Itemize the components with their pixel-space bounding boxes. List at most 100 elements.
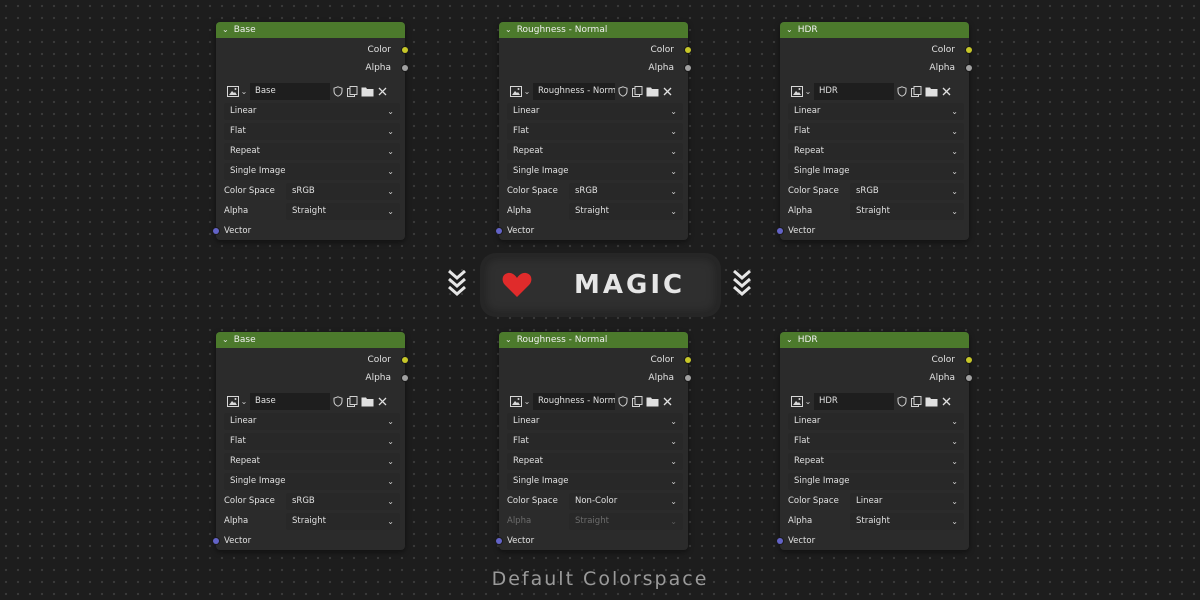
projection-dropdown[interactable]: Flat ⌄ <box>224 433 400 450</box>
interpolation-dropdown[interactable]: Linear ⌄ <box>224 103 400 120</box>
close-icon[interactable] <box>939 393 954 410</box>
projection-dropdown[interactable]: Flat ⌄ <box>788 123 964 140</box>
source-dropdown[interactable]: Single Image ⌄ <box>224 473 400 490</box>
projection-dropdown[interactable]: Flat ⌄ <box>507 433 683 450</box>
source-dropdown[interactable]: Single Image ⌄ <box>788 473 964 490</box>
fake-user-shield-icon[interactable] <box>330 393 345 410</box>
fake-user-shield-icon[interactable] <box>894 83 909 100</box>
projection-dropdown[interactable]: Flat ⌄ <box>788 433 964 450</box>
interpolation-dropdown[interactable]: Linear ⌄ <box>788 413 964 430</box>
alpha-output-socket[interactable] <box>685 375 691 381</box>
color-output-socket[interactable] <box>685 357 691 363</box>
extension-dropdown[interactable]: Repeat ⌄ <box>788 143 964 160</box>
image-selector[interactable]: ⌄ Roughness - Normal <box>507 393 683 410</box>
image-name-field[interactable]: Base <box>250 393 330 410</box>
interpolation-dropdown[interactable]: Linear ⌄ <box>224 413 400 430</box>
folder-icon[interactable] <box>360 83 375 100</box>
duplicate-icon[interactable] <box>630 393 645 410</box>
source-dropdown[interactable]: Single Image ⌄ <box>224 163 400 180</box>
collapse-chevron-icon[interactable]: ⌄ <box>786 25 793 34</box>
image-browse-button[interactable]: ⌄ <box>788 83 814 100</box>
image-selector[interactable]: ⌄ HDR <box>788 83 964 100</box>
interpolation-dropdown[interactable]: Linear ⌄ <box>788 103 964 120</box>
node-header[interactable]: ⌄ HDR <box>780 332 969 348</box>
color-space-dropdown[interactable]: sRGB ⌄ <box>286 183 400 200</box>
alpha-output-socket[interactable] <box>402 65 408 71</box>
color-space-dropdown[interactable]: sRGB ⌄ <box>286 493 400 510</box>
duplicate-icon[interactable] <box>909 393 924 410</box>
image-browse-button[interactable]: ⌄ <box>788 393 814 410</box>
image-name-field[interactable]: Base <box>250 83 330 100</box>
color-space-dropdown[interactable]: sRGB ⌄ <box>569 183 683 200</box>
folder-icon[interactable] <box>360 393 375 410</box>
collapse-chevron-icon[interactable]: ⌄ <box>505 335 512 344</box>
folder-icon[interactable] <box>924 393 939 410</box>
color-output-socket[interactable] <box>966 357 972 363</box>
image-name-field[interactable]: HDR <box>814 393 894 410</box>
interpolation-dropdown[interactable]: Linear ⌄ <box>507 103 683 120</box>
alpha-output-socket[interactable] <box>402 375 408 381</box>
image-texture-node[interactable]: ⌄ Base Color Alpha ⌄ Base <box>213 332 408 550</box>
fake-user-shield-icon[interactable] <box>894 393 909 410</box>
alpha-output-socket[interactable] <box>966 65 972 71</box>
node-header[interactable]: ⌄ Base <box>216 22 405 38</box>
alpha-mode-dropdown[interactable]: Straight ⌄ <box>850 203 964 220</box>
image-selector[interactable]: ⌄ HDR <box>788 393 964 410</box>
image-texture-node[interactable]: ⌄ HDR Color Alpha ⌄ HDR <box>777 332 972 550</box>
collapse-chevron-icon[interactable]: ⌄ <box>222 335 229 344</box>
alpha-output-socket[interactable] <box>966 375 972 381</box>
alpha-mode-dropdown[interactable]: Straight ⌄ <box>286 513 400 530</box>
color-space-dropdown[interactable]: Non-Color ⌄ <box>569 493 683 510</box>
fake-user-shield-icon[interactable] <box>615 83 630 100</box>
duplicate-icon[interactable] <box>909 83 924 100</box>
node-header[interactable]: ⌄ Roughness - Normal <box>499 22 688 38</box>
extension-dropdown[interactable]: Repeat ⌄ <box>507 453 683 470</box>
vector-input-socket[interactable] <box>496 538 502 544</box>
alpha-output-socket[interactable] <box>685 65 691 71</box>
interpolation-dropdown[interactable]: Linear ⌄ <box>507 413 683 430</box>
image-name-field[interactable]: Roughness - Normal <box>533 83 615 100</box>
close-icon[interactable] <box>375 83 390 100</box>
extension-dropdown[interactable]: Repeat ⌄ <box>224 453 400 470</box>
close-icon[interactable] <box>939 83 954 100</box>
duplicate-icon[interactable] <box>630 83 645 100</box>
image-texture-node[interactable]: ⌄ HDR Color Alpha ⌄ HDR <box>777 22 972 240</box>
collapse-chevron-icon[interactable]: ⌄ <box>786 335 793 344</box>
vector-input-socket[interactable] <box>213 228 219 234</box>
source-dropdown[interactable]: Single Image ⌄ <box>788 163 964 180</box>
image-selector[interactable]: ⌄ Base <box>224 393 400 410</box>
image-texture-node[interactable]: ⌄ Base Color Alpha ⌄ Base <box>213 22 408 240</box>
image-selector[interactable]: ⌄ Base <box>224 83 400 100</box>
extension-dropdown[interactable]: Repeat ⌄ <box>788 453 964 470</box>
duplicate-icon[interactable] <box>345 83 360 100</box>
image-selector[interactable]: ⌄ Roughness - Normal <box>507 83 683 100</box>
node-header[interactable]: ⌄ Roughness - Normal <box>499 332 688 348</box>
image-browse-button[interactable]: ⌄ <box>224 393 250 410</box>
folder-icon[interactable] <box>645 393 660 410</box>
folder-icon[interactable] <box>924 83 939 100</box>
image-name-field[interactable]: HDR <box>814 83 894 100</box>
node-header[interactable]: ⌄ Base <box>216 332 405 348</box>
color-output-socket[interactable] <box>402 47 408 53</box>
image-browse-button[interactable]: ⌄ <box>224 83 250 100</box>
folder-icon[interactable] <box>645 83 660 100</box>
image-name-field[interactable]: Roughness - Normal <box>533 393 615 410</box>
image-texture-node[interactable]: ⌄ Roughness - Normal Color Alpha ⌄ Rough… <box>496 22 691 240</box>
close-icon[interactable] <box>375 393 390 410</box>
alpha-mode-dropdown[interactable]: Straight ⌄ <box>850 513 964 530</box>
collapse-chevron-icon[interactable]: ⌄ <box>222 25 229 34</box>
collapse-chevron-icon[interactable]: ⌄ <box>505 25 512 34</box>
source-dropdown[interactable]: Single Image ⌄ <box>507 163 683 180</box>
duplicate-icon[interactable] <box>345 393 360 410</box>
projection-dropdown[interactable]: Flat ⌄ <box>507 123 683 140</box>
image-texture-node[interactable]: ⌄ Roughness - Normal Color Alpha ⌄ Rough… <box>496 332 691 550</box>
close-icon[interactable] <box>660 393 675 410</box>
color-output-socket[interactable] <box>402 357 408 363</box>
extension-dropdown[interactable]: Repeat ⌄ <box>224 143 400 160</box>
color-output-socket[interactable] <box>685 47 691 53</box>
alpha-mode-dropdown[interactable]: Straight ⌄ <box>569 203 683 220</box>
image-browse-button[interactable]: ⌄ <box>507 393 533 410</box>
vector-input-socket[interactable] <box>496 228 502 234</box>
projection-dropdown[interactable]: Flat ⌄ <box>224 123 400 140</box>
source-dropdown[interactable]: Single Image ⌄ <box>507 473 683 490</box>
